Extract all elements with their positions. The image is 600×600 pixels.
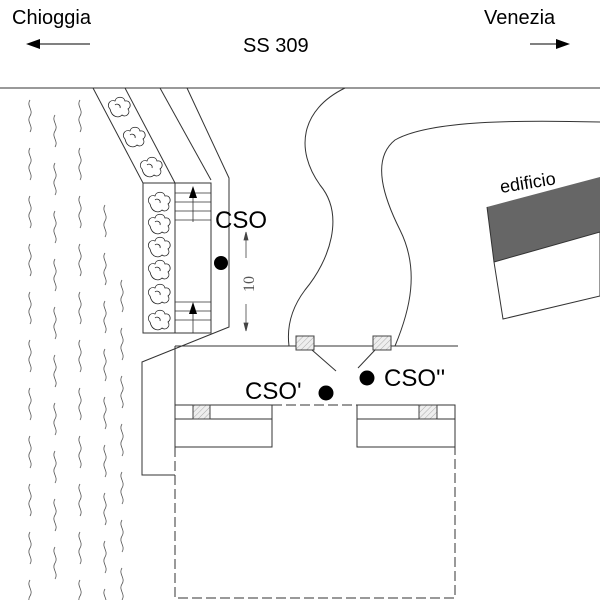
wave-mark [28,195,32,229]
wave-mark [78,243,82,277]
bush-mark [107,96,131,118]
wave-mark [103,300,107,334]
wave-mark [28,435,32,469]
road-label: SS 309 [243,35,309,57]
cso-double-prime-marker [359,370,375,386]
manhole [372,335,392,351]
wave-mark [78,339,82,373]
cso-prime-marker [318,385,334,401]
wave-mark [28,291,32,325]
stair-arrow-icon [189,186,197,198]
wave-mark [78,147,82,181]
wave-mark [120,327,124,361]
wave-mark [78,291,82,325]
bush-mark [147,191,171,213]
wave-mark [103,204,107,238]
wave-mark [28,579,32,600]
bush-mark [139,156,163,178]
wave-mark [78,579,82,600]
venezia-label: Venezia [484,7,556,29]
wave-mark [53,402,57,436]
wave-mark [53,306,57,340]
wave-mark [28,531,32,565]
wave-mark [103,492,107,526]
dimension-line [243,231,249,332]
wave-mark [53,162,57,196]
wave-mark [28,483,32,517]
wave-mark [53,546,57,580]
wave-mark [78,531,82,565]
bush-mark [147,213,171,235]
wave-mark [103,252,107,286]
wave-mark [78,195,82,229]
wave-mark [28,147,32,181]
wave-mark [120,279,124,313]
bush-mark [147,236,171,258]
bush-mark [147,283,171,305]
bush-mark [147,259,171,281]
wave-mark [103,444,107,478]
wave-mark [103,396,107,430]
arrow-right-icon [530,39,570,49]
wave-mark [53,450,57,484]
wave-mark [53,258,57,292]
wave-mark [78,387,82,421]
wave-mark [53,114,57,148]
cso-marker [214,256,228,270]
chioggia-label: Chioggia [12,7,92,29]
manhole [295,335,315,351]
wave-mark [120,519,124,553]
wave-mark [78,99,82,133]
wave-mark [103,348,107,382]
wave-mark [28,387,32,421]
building [486,177,600,320]
wave-mark [78,483,82,517]
wave-mark [53,498,57,532]
water-area [28,99,124,600]
wave-mark [53,210,57,244]
lower-structure [174,335,458,599]
wave-mark [53,354,57,388]
embankment [92,87,230,476]
wave-mark [120,423,124,457]
wave-mark [28,339,32,373]
wave-mark [120,471,124,505]
hedge-bushes [107,96,171,331]
road-curves [287,87,600,347]
wave-mark [103,540,107,574]
wave-mark [120,567,124,600]
wave-mark [28,243,32,277]
wave-mark [28,99,32,133]
wave-mark [103,588,107,600]
bush-mark [147,309,171,331]
cso-double-prime-label: CSO'' [384,365,445,392]
arrow-left-icon [26,39,90,49]
wave-mark [120,375,124,409]
dimension-label: 10 [241,276,258,292]
wave-mark [78,435,82,469]
stair-arrow-icon [189,302,197,314]
cso-label: CSO [215,207,267,234]
bush-mark [122,126,146,148]
cso-prime-label: CSO' [245,378,302,405]
